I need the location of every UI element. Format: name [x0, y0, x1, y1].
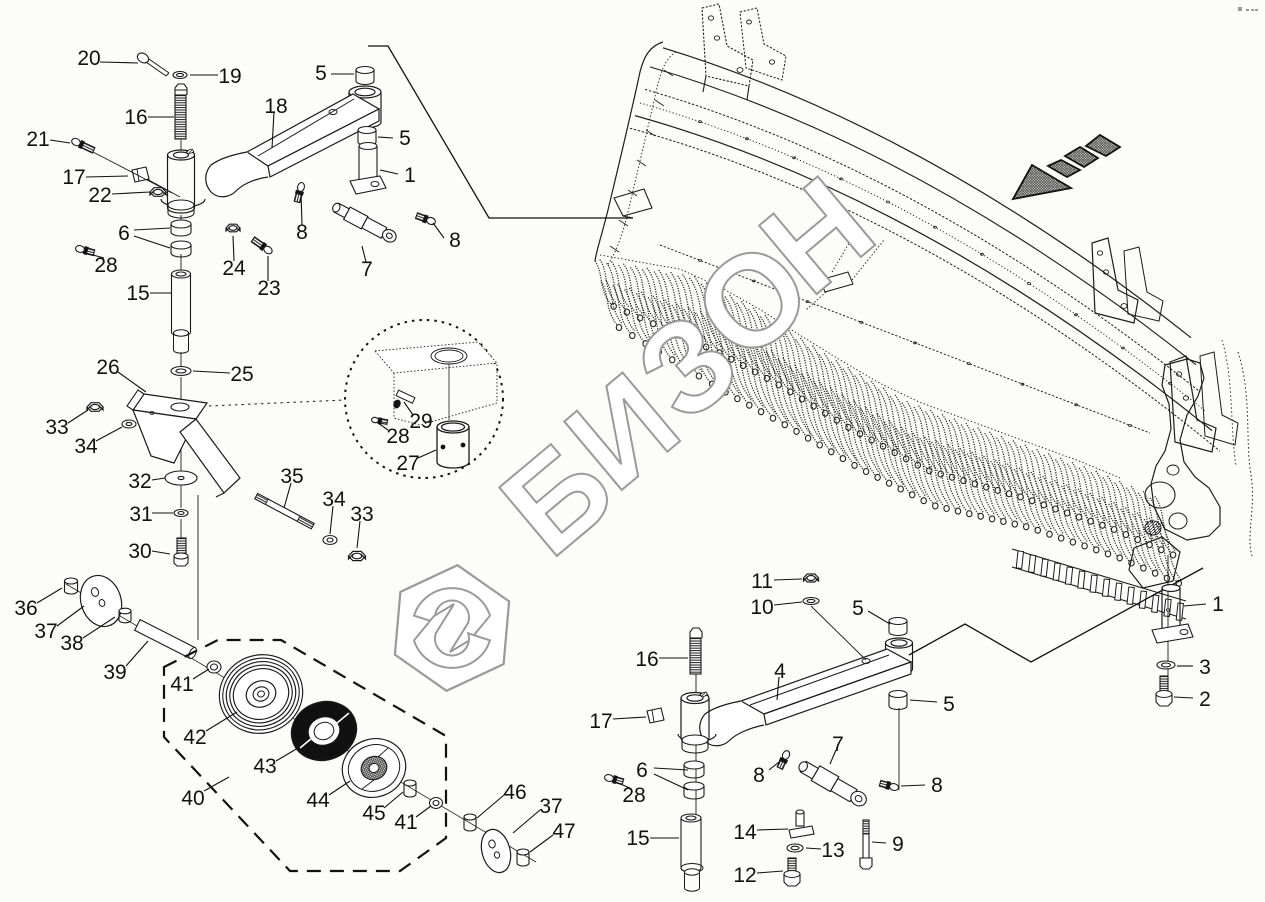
svg-text:1: 1 [404, 164, 416, 187]
svg-text:33: 33 [45, 416, 68, 439]
svg-text:38: 38 [60, 632, 83, 655]
svg-text:32: 32 [128, 470, 151, 493]
svg-text:7: 7 [361, 258, 373, 281]
svg-text:5: 5 [852, 597, 864, 620]
svg-text:31: 31 [129, 503, 152, 526]
svg-text:5: 5 [943, 693, 955, 716]
svg-text:13: 13 [821, 839, 844, 862]
svg-text:24: 24 [222, 257, 246, 280]
svg-text:27: 27 [396, 452, 419, 475]
svg-text:17: 17 [62, 166, 85, 189]
svg-text:19: 19 [218, 65, 241, 88]
svg-text:28: 28 [94, 254, 117, 277]
svg-text:8: 8 [296, 221, 308, 244]
svg-text:25: 25 [230, 363, 253, 386]
svg-text:8: 8 [931, 774, 943, 797]
svg-text:20: 20 [77, 47, 100, 70]
svg-text:28: 28 [622, 784, 645, 807]
svg-text:12: 12 [733, 864, 756, 887]
svg-text:41: 41 [394, 811, 417, 834]
svg-text:11: 11 [751, 570, 773, 593]
svg-text:26: 26 [96, 356, 119, 379]
svg-text:9: 9 [892, 833, 904, 856]
svg-text:41: 41 [170, 673, 193, 696]
svg-text:6: 6 [636, 759, 648, 782]
svg-text:4: 4 [774, 660, 786, 683]
svg-text:15: 15 [626, 827, 649, 850]
svg-text:16: 16 [124, 106, 147, 129]
svg-text:37: 37 [34, 620, 57, 643]
svg-text:7: 7 [832, 733, 844, 756]
svg-text:17: 17 [589, 710, 612, 733]
svg-text:47: 47 [552, 820, 575, 843]
svg-text:2: 2 [1199, 688, 1211, 711]
svg-text:3: 3 [1199, 656, 1211, 679]
svg-text:46: 46 [503, 781, 526, 804]
svg-text:5: 5 [315, 62, 327, 85]
svg-text:35: 35 [280, 465, 303, 488]
svg-text:29: 29 [409, 410, 432, 433]
svg-text:1: 1 [1212, 593, 1224, 616]
svg-text:34: 34 [74, 435, 98, 458]
svg-text:21: 21 [26, 128, 49, 151]
svg-text:30: 30 [128, 540, 151, 563]
svg-text:8: 8 [449, 229, 461, 252]
svg-text:40: 40 [181, 787, 204, 810]
svg-text:10: 10 [750, 596, 773, 619]
svg-text:37: 37 [539, 795, 562, 818]
svg-text:45: 45 [362, 802, 385, 825]
svg-text:44: 44 [306, 789, 330, 812]
svg-text:43: 43 [253, 755, 276, 778]
svg-text:5: 5 [399, 127, 411, 150]
svg-text:28: 28 [386, 425, 409, 448]
svg-text:15: 15 [126, 282, 149, 305]
svg-text:33: 33 [350, 503, 373, 526]
svg-text:16: 16 [635, 648, 658, 671]
svg-text:22: 22 [88, 184, 111, 207]
svg-text:23: 23 [257, 277, 280, 300]
svg-text:34: 34 [322, 488, 346, 511]
svg-text:6: 6 [118, 222, 130, 245]
svg-text:36: 36 [14, 597, 37, 620]
svg-text:14: 14 [733, 821, 757, 844]
svg-text:39: 39 [103, 661, 126, 684]
svg-text:18: 18 [264, 95, 287, 118]
svg-text:42: 42 [183, 726, 206, 749]
svg-text:8: 8 [753, 764, 765, 787]
